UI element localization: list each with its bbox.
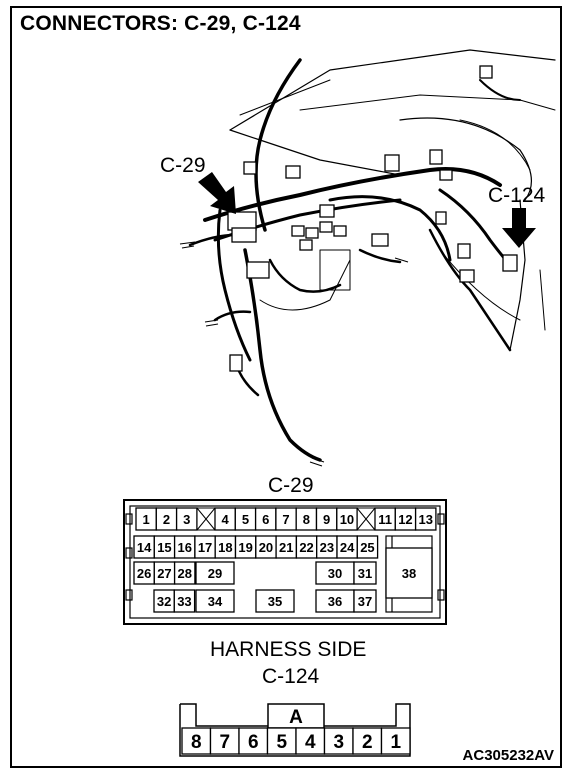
c29-pin-29-cavity bbox=[195, 561, 235, 585]
callout-c29: C-29 bbox=[160, 154, 206, 177]
c124-pin-7-cavity bbox=[209, 727, 240, 755]
c29-blank-cavity-right-cross bbox=[356, 507, 376, 531]
c29-blank-cavity-left-cross bbox=[196, 507, 216, 531]
c29-pin-25-cavity bbox=[356, 535, 379, 559]
diagram-frame bbox=[10, 6, 562, 768]
c29-blank-cavity-left bbox=[196, 507, 216, 531]
c29-pin-33-cavity bbox=[173, 589, 196, 613]
c29-pin-14-label: 14 bbox=[137, 540, 152, 555]
c124-pin-3-label: 3 bbox=[333, 732, 344, 753]
c29-pin-17-label: 17 bbox=[198, 540, 212, 555]
callout-c124: C-124 bbox=[488, 184, 546, 207]
c124-pin-1-cavity bbox=[380, 727, 411, 755]
c29-pin-31-label: 31 bbox=[358, 566, 372, 581]
c124-pin-2-label: 2 bbox=[362, 732, 373, 753]
c29-pin-10-label: 10 bbox=[340, 512, 354, 527]
c29-pin-36-label: 36 bbox=[328, 594, 342, 609]
c29-pin-18-label: 18 bbox=[218, 540, 232, 555]
c124-pin-7-label: 7 bbox=[219, 732, 230, 753]
c29-pin-29-label: 29 bbox=[208, 566, 222, 581]
c124-label: C-124 bbox=[262, 665, 320, 688]
c124-pin-5-label: 5 bbox=[276, 732, 287, 753]
c29-pin-38-cavity bbox=[385, 547, 433, 599]
c29-pin-33-label: 33 bbox=[177, 594, 191, 609]
c29-pin-38-label: 38 bbox=[402, 566, 416, 581]
c29-pin-21-label: 21 bbox=[279, 540, 293, 555]
c124-key-label: A bbox=[289, 707, 303, 728]
c29-pin-19-label: 19 bbox=[238, 540, 252, 555]
c29-pin-37-cavity bbox=[353, 589, 377, 613]
c29-pin-22-label: 22 bbox=[299, 540, 313, 555]
c29-blank-cavity-right bbox=[356, 507, 376, 531]
harness-side-label: HARNESS SIDE bbox=[210, 638, 367, 661]
c29-pin-3-label: 3 bbox=[183, 512, 190, 527]
c29-pin-13-label: 13 bbox=[419, 512, 433, 527]
c124-pin-8-cavity bbox=[181, 727, 212, 755]
c29-pin-28-label: 28 bbox=[178, 566, 192, 581]
c29-pin-16-label: 16 bbox=[178, 540, 192, 555]
c29-pin-35-label: 35 bbox=[268, 594, 282, 609]
c29-pin-9-label: 9 bbox=[323, 512, 330, 527]
c29-pin-2-label: 2 bbox=[163, 512, 170, 527]
c29-pin-34-cavity bbox=[195, 589, 235, 613]
c29-pin-1-label: 1 bbox=[143, 512, 150, 527]
c29-pin-31-cavity bbox=[353, 561, 377, 585]
c29-pin-35-cavity bbox=[255, 589, 295, 613]
c124-pin-5-cavity bbox=[266, 727, 297, 755]
c29-pin-20-label: 20 bbox=[259, 540, 273, 555]
c124-pin-4-label: 4 bbox=[305, 732, 316, 753]
c29-pin-24-label: 24 bbox=[340, 540, 355, 555]
c29-pin-15-label: 15 bbox=[157, 540, 171, 555]
c29-pin-30-label: 30 bbox=[328, 566, 342, 581]
page-title: CONNECTORS: C-29, C-124 bbox=[20, 12, 301, 35]
c29-pin-25-label: 25 bbox=[360, 540, 374, 555]
c29-pin-4-label: 4 bbox=[222, 512, 230, 527]
c29-label: C-29 bbox=[268, 474, 314, 497]
c29-pin-32-label: 32 bbox=[157, 594, 171, 609]
c29-pin-23-label: 23 bbox=[320, 540, 334, 555]
c29-pin-28-cavity bbox=[173, 561, 196, 585]
figure-code: AC305232AV bbox=[462, 747, 554, 764]
c29-pin-12-label: 12 bbox=[398, 512, 412, 527]
c29-pin-8-label: 8 bbox=[303, 512, 310, 527]
c124-pin-8-label: 8 bbox=[191, 732, 202, 753]
c29-pin-26-label: 26 bbox=[137, 566, 151, 581]
c29-pin-13-cavity bbox=[414, 507, 437, 531]
c124-pin-6-label: 6 bbox=[248, 732, 259, 753]
c29-pin-34-label: 34 bbox=[208, 594, 223, 609]
c124-pin-2-cavity bbox=[352, 727, 383, 755]
c29-pin-37-label: 37 bbox=[358, 594, 372, 609]
c29-pin-6-label: 6 bbox=[262, 512, 269, 527]
c29-pin-27-label: 27 bbox=[157, 566, 171, 581]
c124-pin-1-label: 1 bbox=[390, 732, 401, 753]
c29-pin-5-label: 5 bbox=[242, 512, 249, 527]
c29-pin-11-label: 11 bbox=[378, 512, 392, 527]
c29-pin-7-label: 7 bbox=[282, 512, 289, 527]
